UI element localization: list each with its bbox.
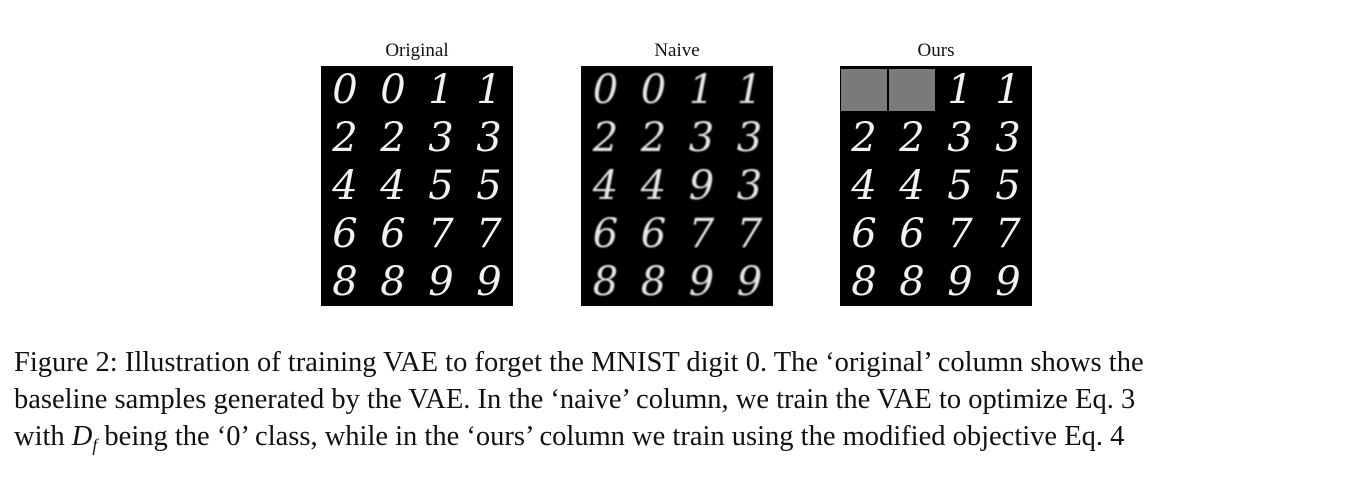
caption-line-1: Figure 2: Illustration of training VAE t…	[14, 347, 1144, 378]
digit-sample: 5	[995, 163, 1021, 209]
digit-sample: 6	[380, 211, 406, 257]
digit-sample: 9	[428, 259, 454, 305]
digit-sample: 2	[592, 115, 618, 161]
digit-sample: 4	[640, 163, 666, 209]
digit-sample: 0	[592, 67, 618, 113]
digit-sample: 0	[380, 67, 406, 113]
digit-sample: 8	[332, 259, 358, 305]
digit-sample: 7	[995, 211, 1021, 257]
digit-sample: 5	[428, 163, 454, 209]
digit-sample: 4	[380, 163, 406, 209]
digit-sample: 6	[332, 211, 358, 257]
digit-sample: 0	[640, 67, 666, 113]
digit-sample: 1	[947, 67, 973, 113]
figure-caption: Figure 2: Illustration of training VAE t…	[14, 344, 1344, 464]
caption-line-3-post: being the ‘0’ class, while in the ‘ours’…	[97, 421, 1125, 452]
digit-sample: 2	[380, 115, 406, 161]
digit-sample: 1	[688, 67, 714, 113]
digit-sample: 5	[476, 163, 502, 209]
digit-sample: 6	[851, 211, 877, 257]
digit-sample	[889, 69, 935, 111]
digit-sample: 5	[947, 163, 973, 209]
digit-sample: 1	[428, 67, 454, 113]
caption-line-3-pre: with	[14, 421, 72, 452]
digit-sample: 9	[476, 259, 502, 305]
digit-sample: 7	[476, 211, 502, 257]
digit-sample: 3	[947, 115, 973, 161]
digit-sample: 2	[640, 115, 666, 161]
panel-title-ours: Ours	[917, 40, 955, 61]
digit-sample: 1	[476, 67, 502, 113]
digit-sample: 1	[736, 67, 762, 113]
digit-sample: 4	[332, 163, 358, 209]
digit-sample: 1	[995, 67, 1021, 113]
digit-sample: 2	[332, 115, 358, 161]
math-d-f: Df	[71, 421, 98, 456]
digit-sample: 8	[592, 259, 618, 305]
digit-sample: 3	[995, 115, 1021, 161]
digit-sample: 8	[380, 259, 406, 305]
digit-sample: 9	[995, 259, 1021, 305]
digit-sample: 4	[851, 163, 877, 209]
digit-sample: 6	[592, 211, 618, 257]
digit-sample: 9	[947, 259, 973, 305]
digit-sample: 3	[476, 115, 502, 161]
digit-sample: 4	[592, 163, 618, 209]
digit-sample: 4	[899, 163, 925, 209]
digit-sample: 8	[851, 259, 877, 305]
digit-sample: 9	[736, 259, 762, 305]
digit-sample: 7	[736, 211, 762, 257]
digit-sample: 3	[428, 115, 454, 161]
digit-sample: 3	[736, 163, 762, 209]
panel-title-naive: Naive	[654, 40, 700, 61]
math-sub: f	[92, 435, 98, 456]
digit-sample	[841, 69, 887, 111]
digit-sample: 8	[640, 259, 666, 305]
digit-sample: 3	[736, 115, 762, 161]
math-base: D	[71, 421, 93, 452]
caption-line-3: with Df being the ‘0’ class, while in th…	[14, 418, 1344, 464]
digit-sample: 6	[899, 211, 925, 257]
digit-sample: 9	[688, 259, 714, 305]
digit-sample: 7	[947, 211, 973, 257]
digit-sample: 6	[640, 211, 666, 257]
digit-sample: 9	[688, 163, 714, 209]
caption-line-2: baseline samples generated by the VAE. I…	[14, 384, 1136, 415]
digit-sample: 8	[899, 259, 925, 305]
digit-sample: 0	[332, 67, 358, 113]
digit-sample: 2	[899, 115, 925, 161]
panel-title-original: Original	[385, 40, 449, 61]
digit-sample: 7	[688, 211, 714, 257]
digit-sample: 7	[428, 211, 454, 257]
digit-sample: 2	[851, 115, 877, 161]
digit-sample: 3	[688, 115, 714, 161]
